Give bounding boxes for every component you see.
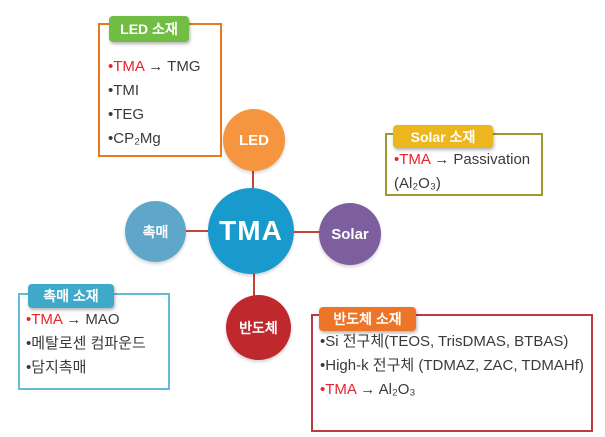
- highlight-text: •TMA: [320, 381, 357, 398]
- item-text: → MAO: [62, 311, 120, 328]
- item-text: •메탈로센 컴파운드: [26, 335, 146, 352]
- callout-semiconductor-body: •Si 전구체(TEOS, TrisDMAS, BTBAS) •High-k 전…: [313, 316, 591, 400]
- item-text: → TMG: [144, 58, 201, 75]
- node-semiconductor: 반도체: [226, 295, 291, 360]
- list-item: •메탈로센 컴파운드: [26, 334, 164, 354]
- list-item: •TMA → MAO: [26, 310, 164, 330]
- list-item: •TMA → TMG: [108, 57, 216, 77]
- callout-catalyst-title: 촉매 소재: [28, 284, 114, 308]
- list-item: •CP₂Mg: [108, 129, 216, 149]
- item-text: → Passivation: [430, 151, 531, 168]
- item-text: •TMI: [108, 82, 140, 99]
- callout-semiconductor-materials: 반도체 소재 •Si 전구체(TEOS, TrisDMAS, BTBAS) •H…: [311, 307, 593, 432]
- callout-led-body: •TMA → TMG •TMI •TEG •CP₂Mg: [100, 25, 220, 149]
- list-item: •TMI: [108, 81, 216, 101]
- list-item: •TMA → Al₂O₃: [320, 380, 587, 400]
- callout-solar-title: Solar 소재: [393, 125, 493, 148]
- highlight-text: •TMA: [108, 58, 145, 75]
- item-text: •Si 전구체(TEOS, TrisDMAS, BTBAS): [320, 333, 569, 350]
- callout-catalyst-body: •TMA → MAO •메탈로센 컴파운드 •담지촉매: [20, 295, 168, 378]
- list-item: •담지촉매: [26, 358, 164, 378]
- node-solar: Solar: [319, 203, 381, 265]
- item-text: •담지촉매: [26, 359, 87, 376]
- list-item: •High-k 전구체 (TDMAZ, ZAC, TDMAHf): [320, 356, 587, 376]
- highlight-text: •TMA: [394, 151, 431, 168]
- connector-tma-catalyst: [183, 230, 213, 232]
- list-item: (Al₂O₃): [394, 174, 537, 194]
- node-catalyst: 촉매: [125, 201, 186, 262]
- list-item: •Si 전구체(TEOS, TrisDMAS, BTBAS): [320, 332, 587, 352]
- node-tma-center: TMA: [208, 188, 294, 274]
- highlight-text: •TMA: [26, 311, 63, 328]
- list-item: •TMA → Passivation: [394, 150, 537, 170]
- item-text: •TEG: [108, 106, 145, 123]
- item-text: •CP₂Mg: [108, 130, 161, 147]
- node-led: LED: [223, 109, 285, 171]
- callout-led-materials: LED 소재 •TMA → TMG •TMI •TEG •CP₂Mg: [98, 16, 222, 157]
- item-text: •High-k 전구체 (TDMAZ, ZAC, TDMAHf): [320, 357, 584, 374]
- callout-solar-materials: Solar 소재 •TMA → Passivation (Al₂O₃): [385, 125, 543, 196]
- callout-catalyst-materials: 촉매 소재 •TMA → MAO •메탈로센 컴파운드 •담지촉매: [18, 284, 170, 390]
- list-item: •TEG: [108, 105, 216, 125]
- item-text: → Al₂O₃: [356, 381, 416, 398]
- connector-tma-solar: [291, 231, 322, 233]
- connector-tma-led: [252, 167, 254, 193]
- callout-led-title: LED 소재: [109, 16, 189, 42]
- item-text: (Al₂O₃): [394, 175, 441, 192]
- connector-tma-semiconductor: [253, 271, 255, 299]
- callout-semiconductor-title: 반도체 소재: [319, 307, 416, 331]
- callout-solar-body: •TMA → Passivation (Al₂O₃): [387, 135, 541, 194]
